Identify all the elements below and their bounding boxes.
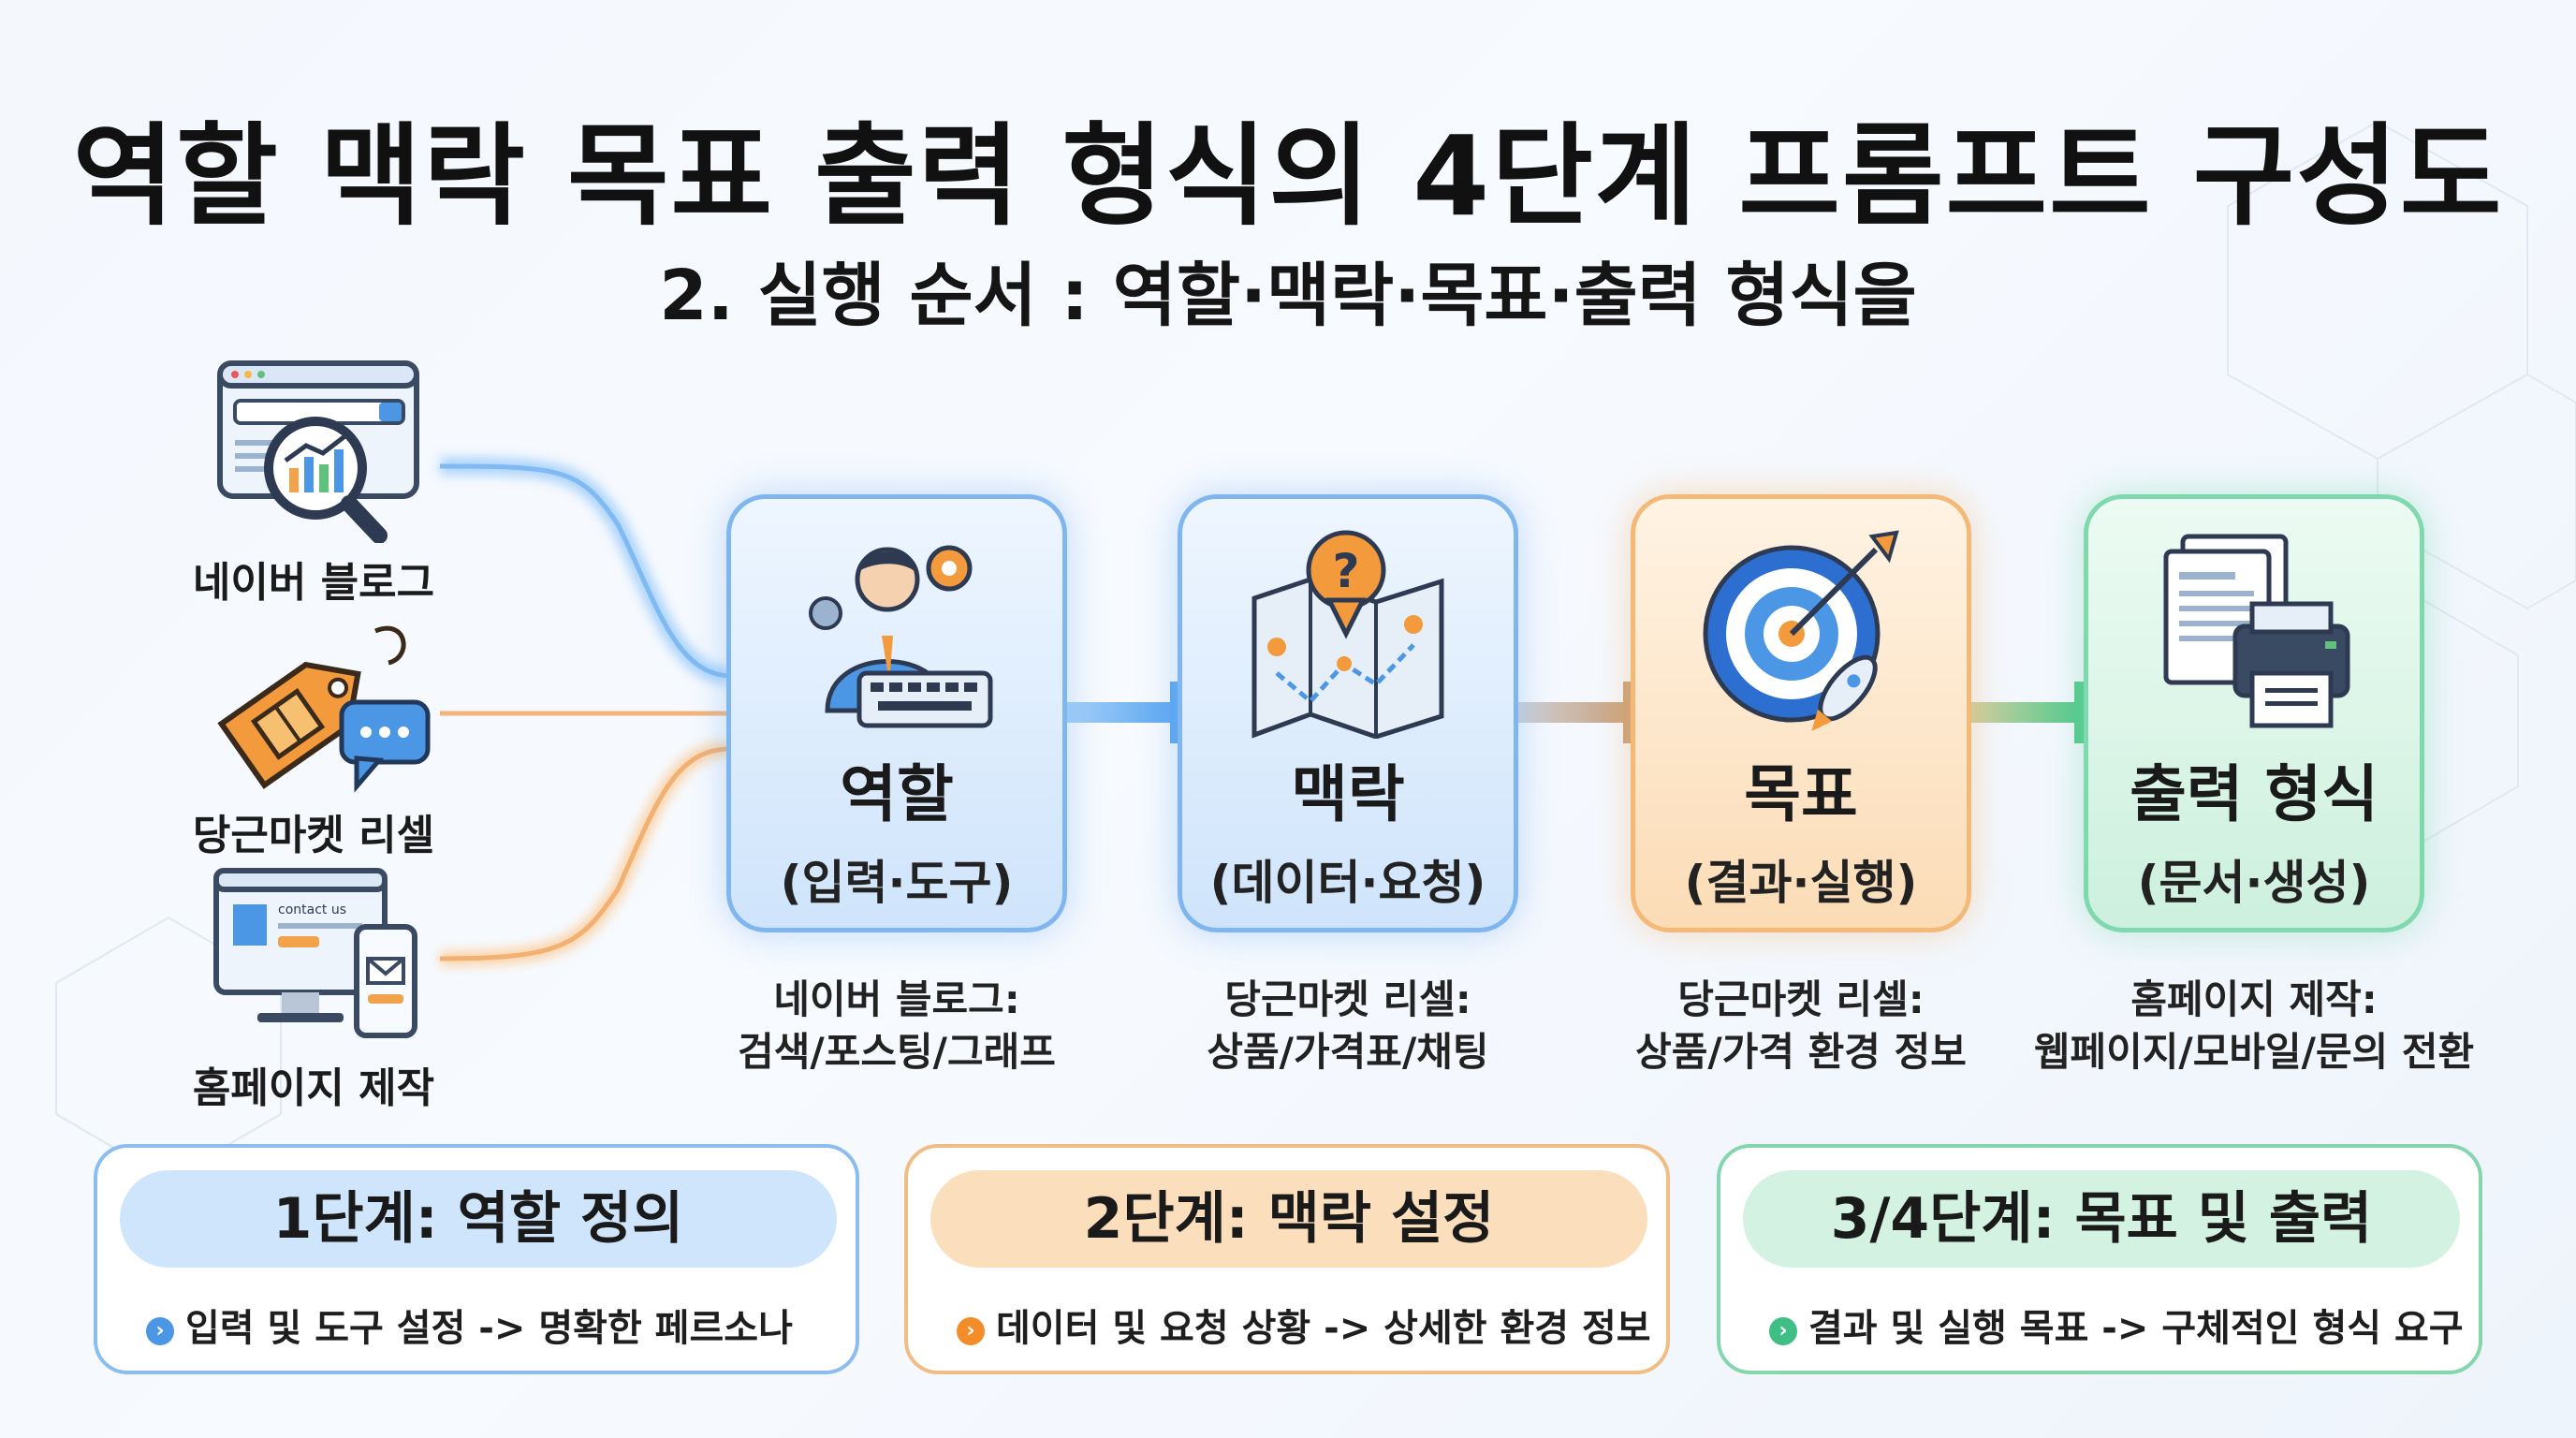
source-homepage: contact us 홈페이지 제작 [178,861,449,1114]
desc-line: 당근마켓 리셀: [1224,976,1471,1022]
step-bullet-text: 입력 및 도구 설정 -> 명확한 페르소나 [185,1307,793,1350]
step-bullet: › 데이터 및 요청 상황 -> 상세한 환경 정보 [957,1298,1651,1352]
map-question-icon: ? [1236,523,1460,740]
step-3-4-box: 3/4단계: 목표 및 출력 › 결과 및 실행 목표 -> 구체적인 형식 요구 [1717,1144,2482,1374]
stage-name: 출력 형식 [2130,758,2378,830]
stage-sub: (문서·생성) [2137,856,2371,910]
website-devices-icon: contact us [192,861,435,1049]
stage-context: ? 맥락 (데이터·요청) [1178,494,1518,932]
desc-line: 네이버 블로그: [773,976,1020,1022]
step-header: 3/4단계: 목표 및 출력 [1743,1170,2460,1268]
source-line-3 [439,741,731,966]
document-printer-icon [2142,523,2366,739]
price-tag-chat-icon [192,609,435,796]
source-danggeun-resell: 당근마켓 리셀 [178,609,449,861]
stage-goal: 목표 (결과·실행) [1631,494,1971,932]
step-header: 2단계: 맥락 설정 [930,1170,1647,1268]
step-bullet-text: 데이터 및 요청 상황 -> 상세한 환경 정보 [996,1307,1651,1350]
stage-sub: (입력·도구) [780,856,1014,910]
desc-line: 상품/가격표/채팅 [1207,1029,1489,1075]
blog-search-analytics-icon [192,356,435,544]
stage-desc-role: 네이버 블로그: 검색/포스팅/그래프 [653,974,1140,1078]
source-label: 당근마켓 리셀 [192,812,435,859]
stage-name: 맥락 [1291,758,1405,830]
chevron-right-icon: › [146,1317,174,1345]
stage-name: 역할 [840,758,954,830]
chevron-right-icon: › [957,1317,985,1345]
step-1-box: 1단계: 역할 정의 › 입력 및 도구 설정 -> 명확한 페르소나 [94,1144,859,1374]
stage-name: 목표 [1744,758,1858,830]
desc-line: 웹페이지/모바일/문의 전환 [2033,1029,2475,1075]
person-keyboard-gears-icon [784,523,1009,739]
stage-desc-goal: 당근마켓 리셀: 상품/가격 환경 정보 [1558,974,2044,1078]
contact-us-text: contact us [278,902,346,917]
stage-output: 출력 형식 (문서·생성) [2084,494,2424,932]
stage-sub: (결과·실행) [1684,856,1918,910]
desc-line: 홈페이지 제작: [2130,976,2378,1022]
source-naver-blog: 네이버 블로그 [178,356,449,609]
stage-desc-output: 홈페이지 제작: 웹페이지/모바일/문의 전환 [1983,974,2525,1078]
page-subtitle: 2. 실행 순서 : 역할·맥락·목표·출력 형식을 [659,256,1917,336]
step-bullet: › 결과 및 실행 목표 -> 구체적인 형식 요구 [1769,1298,2464,1352]
stage-sub: (데이터·요청) [1209,856,1486,910]
source-label: 네이버 블로그 [192,559,435,607]
svg-text:?: ? [1332,544,1359,598]
target-rocket-icon [1689,523,1913,739]
desc-line: 당근마켓 리셀: [1677,976,1925,1022]
page-title: 역할 맥락 목표 출력 형식의 4단계 프롬프트 구성도 [72,111,2504,241]
step-2-box: 2단계: 맥락 설정 › 데이터 및 요청 상황 -> 상세한 환경 정보 [904,1144,1670,1374]
source-label: 홈페이지 제작 [192,1064,435,1112]
step-bullet-text: 결과 및 실행 목표 -> 구체적인 형식 요구 [1808,1307,2464,1350]
desc-line: 검색/포스팅/그래프 [738,1029,1056,1075]
chevron-right-icon: › [1769,1317,1797,1345]
desc-line: 상품/가격 환경 정보 [1635,1029,1967,1075]
step-header: 1단계: 역할 정의 [120,1170,837,1268]
step-bullet: › 입력 및 도구 설정 -> 명확한 페르소나 [146,1298,839,1352]
stage-role: 역할 (입력·도구) [726,494,1067,932]
stage-desc-context: 당근마켓 리셀: 상품/가격표/채팅 [1105,974,1591,1078]
source-line-1 [439,458,731,684]
